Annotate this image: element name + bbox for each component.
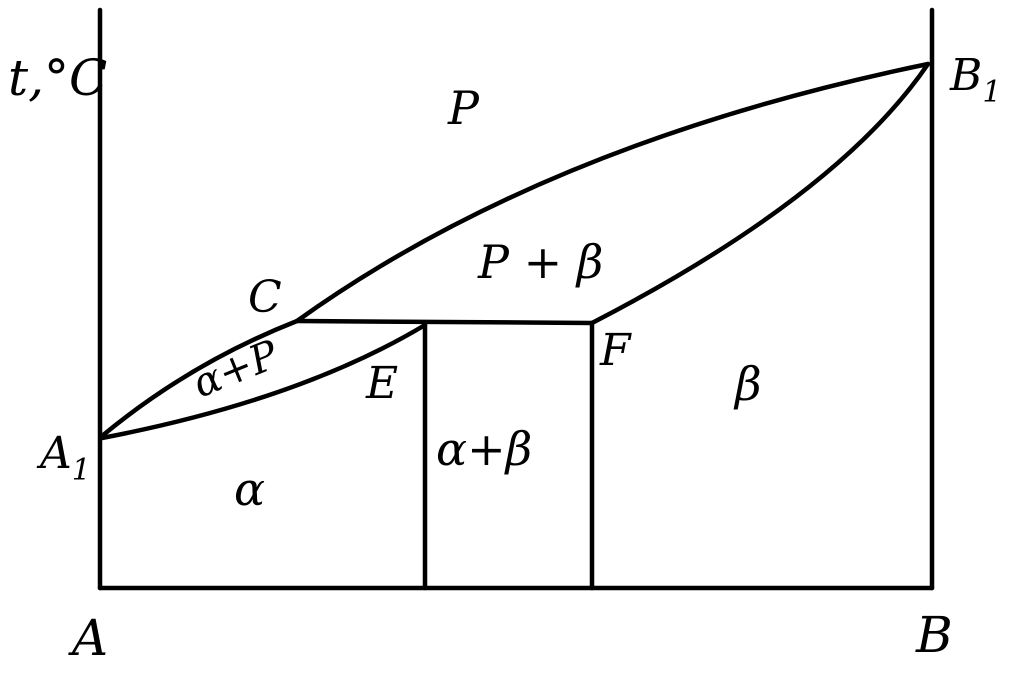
- region-label-liquid: P: [447, 81, 480, 135]
- point-label-a1-subscript: 1: [72, 453, 91, 488]
- region-label-alpha: α: [234, 462, 265, 516]
- region-label-liquid-beta: P + β: [477, 235, 603, 289]
- liquidus-curve-a1-c: [99, 318, 300, 439]
- temperature-axis-label: t,°C: [8, 49, 107, 107]
- point-label-b1-letter: B: [949, 50, 982, 101]
- point-label-b1-subscript: 1: [982, 75, 1001, 110]
- liquidus-curve-c-b1: [294, 61, 931, 324]
- horizontal-line-c-f: [294, 318, 595, 326]
- region-label-beta: β: [733, 357, 762, 411]
- point-label-e: E: [365, 358, 398, 409]
- region-label-alpha-beta: α+β: [436, 422, 532, 476]
- point-label-a1-letter: A: [36, 428, 72, 479]
- solidus-curve-a1-e: [99, 322, 428, 441]
- point-label-f: F: [599, 325, 632, 376]
- point-label-a1: A1: [36, 428, 91, 488]
- point-label-b: B: [915, 606, 953, 664]
- point-label-a: A: [68, 609, 108, 667]
- point-label-c: C: [248, 272, 282, 323]
- point-label-b1: B1: [949, 50, 1001, 110]
- solidus-curve-f-b1: [589, 61, 931, 326]
